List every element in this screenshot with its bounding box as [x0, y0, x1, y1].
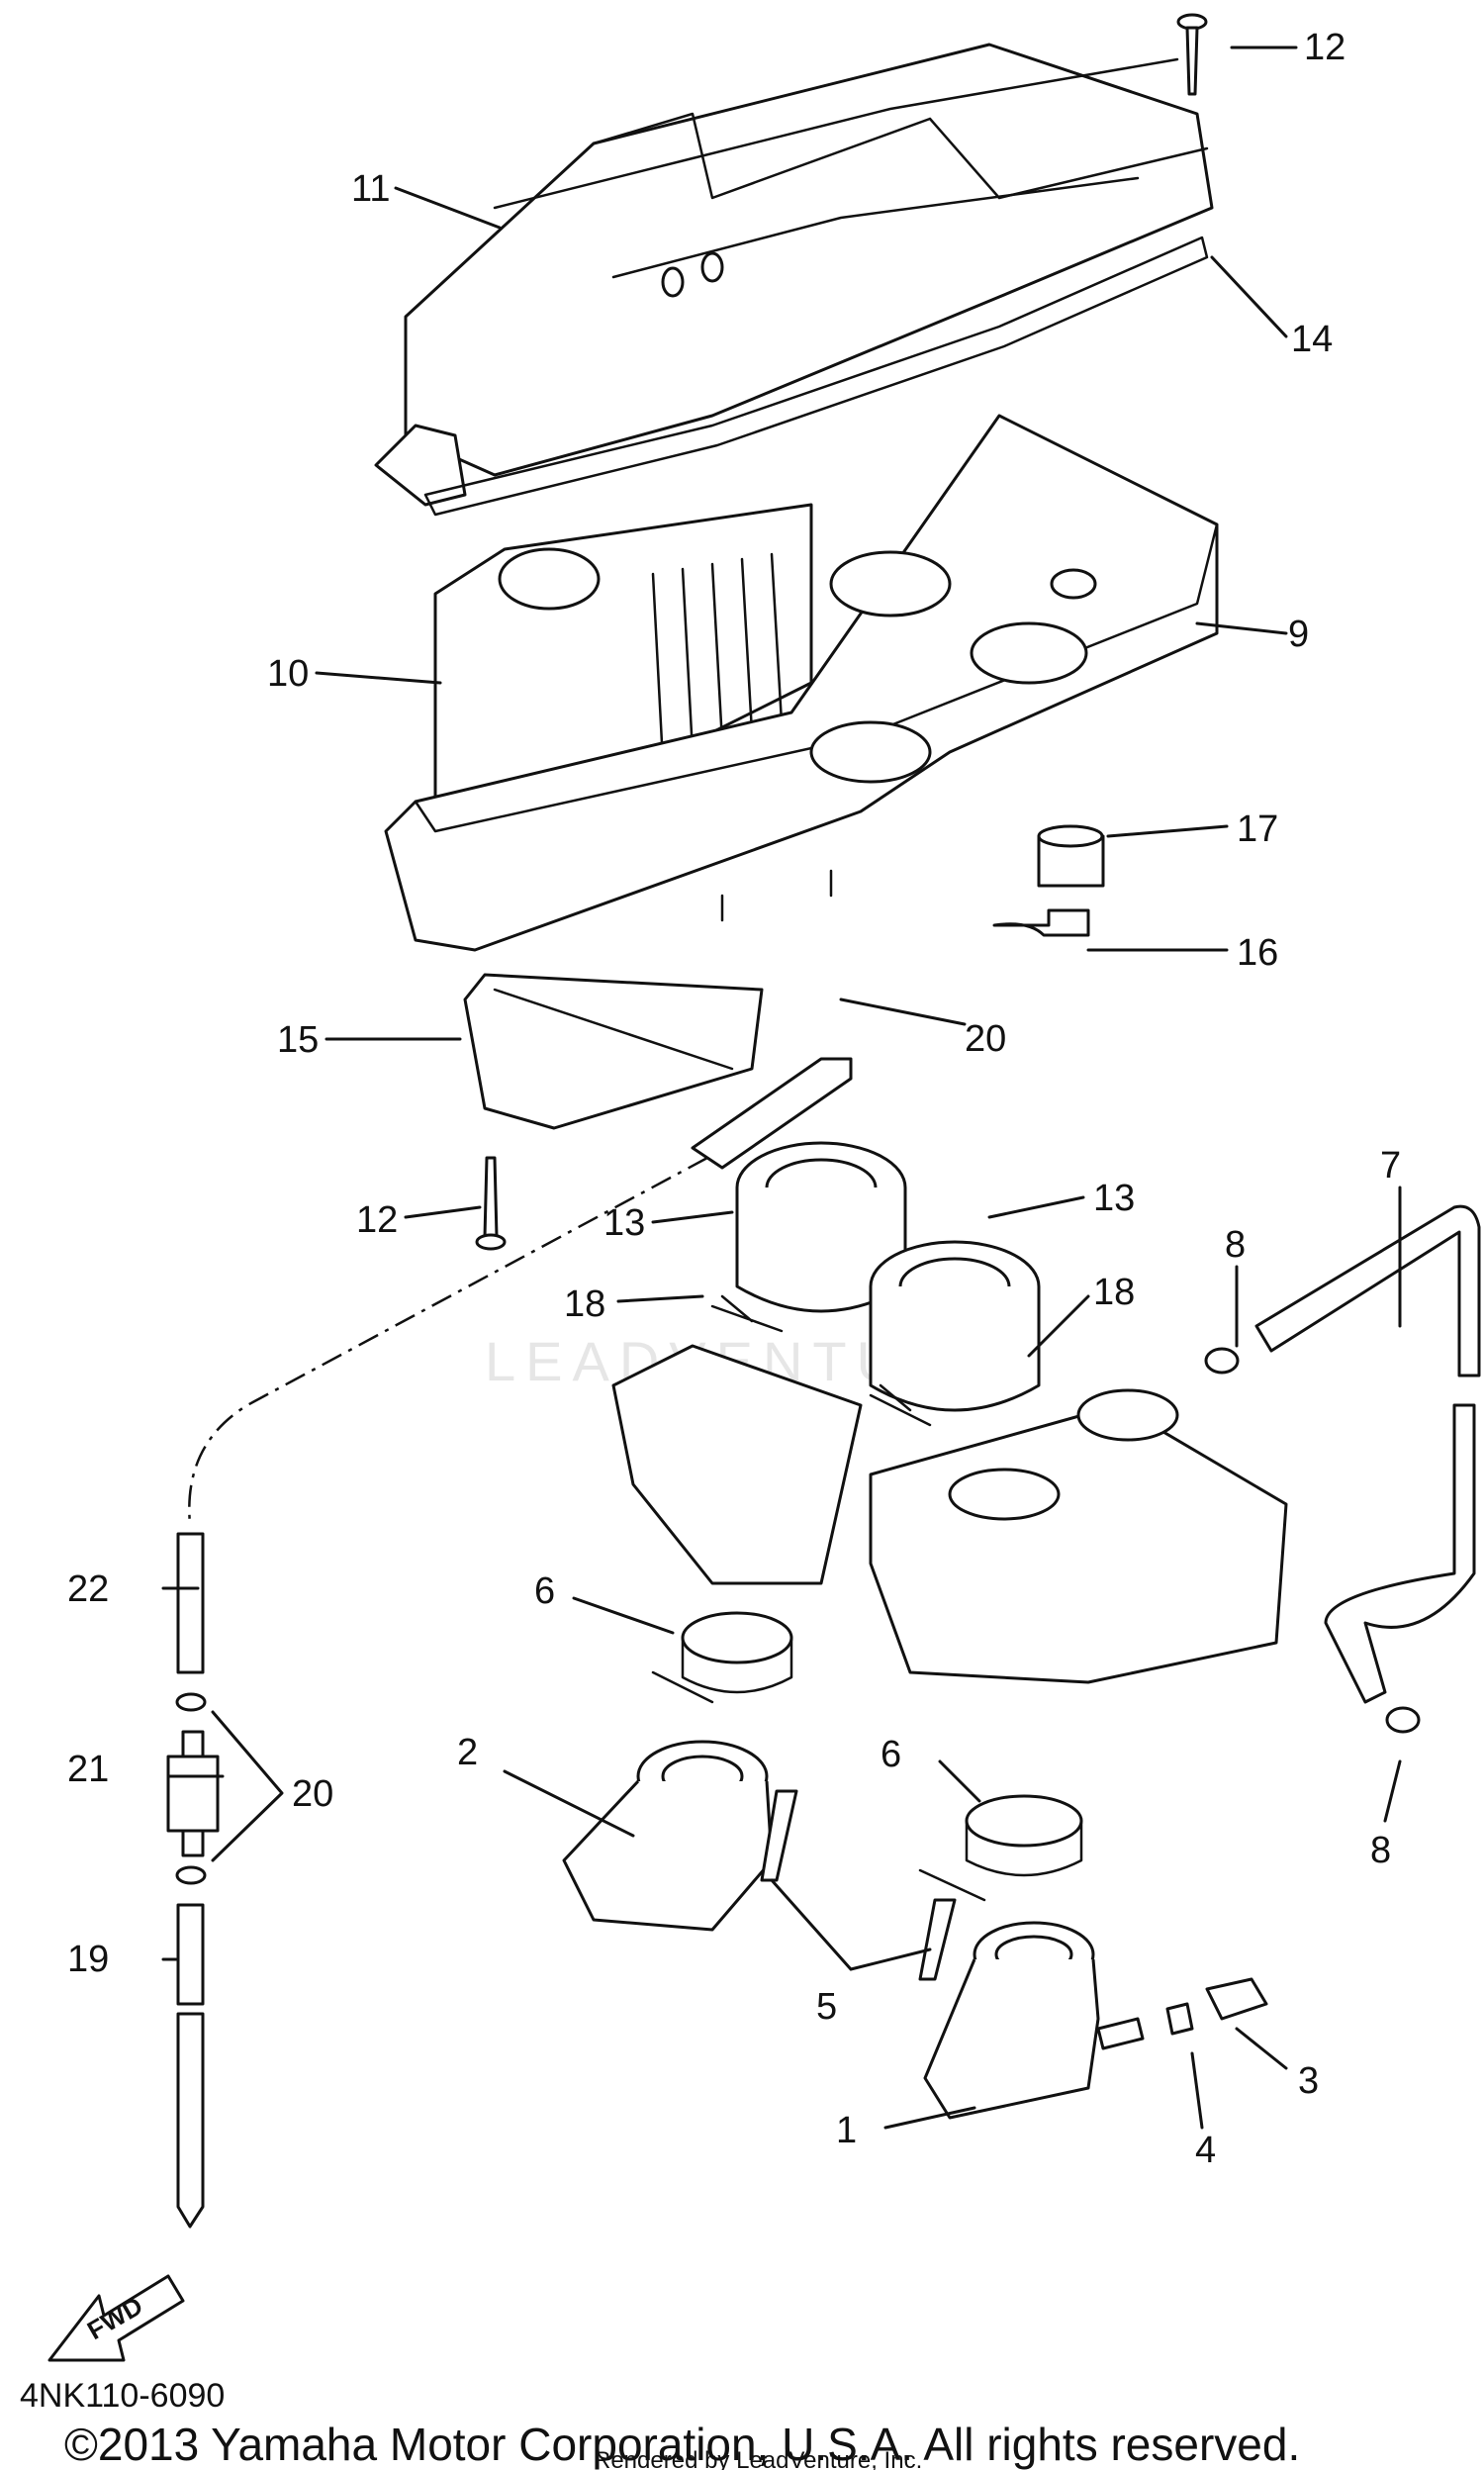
hose-19 [176, 1903, 205, 2006]
callout-20-top: 20 [965, 1018, 1006, 1060]
screw-bottom [475, 1156, 507, 1251]
bolt-5b [918, 1898, 957, 1981]
leader-lines [161, 46, 1402, 2130]
callout-13-left: 13 [603, 1202, 645, 1244]
clamp-18b [869, 1383, 932, 1427]
callout-20-bottom: 20 [292, 1773, 333, 1815]
callout-11: 11 [351, 168, 390, 210]
callout-15: 15 [277, 1019, 319, 1061]
clip-4 [1165, 2002, 1194, 2036]
callout-19: 19 [67, 1939, 109, 1980]
air-box-cover [374, 43, 1214, 507]
fwd-arrow-icon: FWD [47, 2274, 185, 2362]
callout-7: 7 [1380, 1145, 1401, 1187]
callout-14: 14 [1291, 319, 1333, 360]
hose-7-lower [1324, 1403, 1476, 1704]
intake-joint-2 [562, 1740, 774, 1932]
hose-19-tail [176, 2012, 205, 2229]
diagram-code: 4NK110-6090 [20, 2377, 225, 2415]
cap-3 [1205, 1977, 1268, 2021]
callout-18-left: 18 [564, 1283, 605, 1325]
callout-16: 16 [1237, 932, 1278, 974]
callout-13-right: 13 [1093, 1178, 1135, 1219]
hose-clip-8a [1204, 1347, 1240, 1375]
clamp-6b [918, 1794, 1083, 1902]
callout-18-right: 18 [1093, 1272, 1135, 1313]
callout-labels: 12 11 14 9 10 17 16 15 20 12 13 13 18 18… [67, 27, 1401, 2171]
breather-pipe [691, 1057, 853, 1170]
callout-17: 17 [1237, 808, 1278, 850]
callout-12-top: 12 [1304, 27, 1345, 68]
callout-8-bottom: 8 [1370, 1830, 1391, 1871]
callout-6-right: 6 [881, 1734, 901, 1775]
callout-2: 2 [457, 1732, 478, 1773]
vent-dashed-line [188, 1156, 708, 1525]
carburetor-assembly [611, 1344, 1288, 1684]
carburetor-joint-right [869, 1240, 1041, 1412]
intake-joint-1 [923, 1921, 1145, 2120]
callout-12-bottom: 12 [356, 1199, 398, 1241]
air-box-gasket [423, 236, 1209, 517]
callout-1: 1 [836, 2110, 857, 2151]
callout-10: 10 [267, 653, 309, 695]
fuel-filter-21 [166, 1730, 220, 1857]
air-box-case [384, 414, 1219, 952]
air-box-cover-plate [463, 973, 764, 1130]
clip-20a [175, 1692, 207, 1712]
screw-top [1176, 13, 1208, 96]
hose-22 [176, 1532, 205, 1674]
hose-clip-8b [1385, 1706, 1421, 1734]
callout-21: 21 [67, 1749, 109, 1790]
clamp-6a [651, 1611, 793, 1704]
callout-8-top: 8 [1225, 1224, 1246, 1266]
callout-22: 22 [67, 1568, 109, 1610]
callout-9: 9 [1288, 614, 1309, 655]
bolt-5a [760, 1789, 798, 1882]
clamp-18a [710, 1294, 784, 1333]
clip-20b [175, 1865, 207, 1885]
callout-6-left: 6 [534, 1570, 555, 1612]
callout-4: 4 [1195, 2130, 1216, 2171]
copyright: ©2013 Yamaha Motor Corporation, U.S.A. A… [64, 2419, 1300, 2470]
callout-5: 5 [816, 1986, 837, 2028]
callout-3: 3 [1298, 2060, 1319, 2102]
rendered-by: Rendered by LeadVenture, Inc. [594, 2447, 922, 2470]
hose-7 [1254, 1204, 1481, 1378]
hose-16 [992, 908, 1090, 937]
